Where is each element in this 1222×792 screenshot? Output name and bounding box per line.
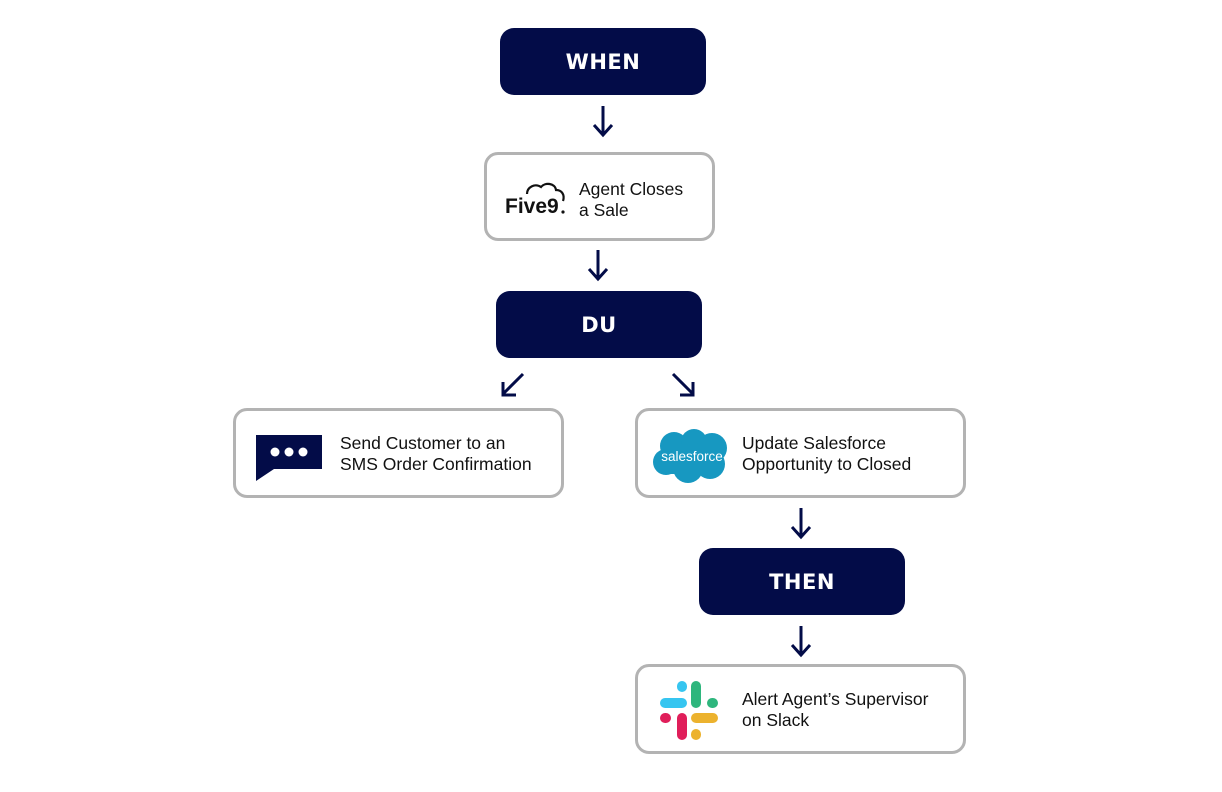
trigger-line1: Agent Closes bbox=[579, 179, 684, 199]
du-label: DU bbox=[581, 312, 617, 337]
sms-card[interactable]: Send Customer to an SMS Order Confirmati… bbox=[233, 408, 564, 498]
sms-line2: SMS Order Confirmation bbox=[340, 454, 532, 474]
salesforce-logo: salesforce bbox=[653, 429, 727, 483]
salesforce-line2: Opportunity to Closed bbox=[742, 454, 912, 474]
salesforce-line1: Update Salesforce bbox=[742, 433, 886, 453]
slack-line2: on Slack bbox=[742, 710, 810, 730]
trigger-card[interactable]: Five9 Agent Closes a Sale bbox=[484, 152, 715, 241]
trigger-line2: a Sale bbox=[579, 200, 629, 220]
salesforce-logo-text: salesforce bbox=[661, 449, 723, 464]
slack-logo bbox=[660, 681, 718, 740]
chat-bubble-icon bbox=[256, 435, 322, 481]
arrow-down-icon bbox=[790, 626, 812, 658]
slack-line1: Alert Agent’s Supervisor bbox=[742, 689, 929, 709]
five9-text: Five9 bbox=[505, 195, 559, 217]
arrow-down-icon bbox=[587, 250, 609, 282]
salesforce-text: Update Salesforce Opportunity to Closed bbox=[742, 433, 911, 475]
five9-logo: Five9 bbox=[505, 182, 565, 217]
slack-card[interactable]: Alert Agent’s Supervisor on Slack bbox=[635, 664, 966, 754]
arrow-down-left-icon bbox=[501, 372, 525, 397]
sms-text: Send Customer to an SMS Order Confirmati… bbox=[340, 433, 532, 475]
trigger-text: Agent Closes a Sale bbox=[579, 179, 683, 221]
then-label: THEN bbox=[769, 569, 835, 594]
arrow-down-right-icon bbox=[671, 372, 695, 397]
then-block: THEN bbox=[699, 548, 905, 615]
sms-line1: Send Customer to an bbox=[340, 433, 506, 453]
arrow-down-icon bbox=[790, 508, 812, 540]
salesforce-card[interactable]: salesforce Update Salesforce Opportunity… bbox=[635, 408, 966, 498]
when-label: WHEN bbox=[565, 49, 641, 74]
when-block: WHEN bbox=[500, 28, 706, 95]
du-block: DU bbox=[496, 291, 702, 358]
arrow-down-icon bbox=[592, 106, 614, 138]
slack-text: Alert Agent’s Supervisor on Slack bbox=[742, 689, 928, 731]
